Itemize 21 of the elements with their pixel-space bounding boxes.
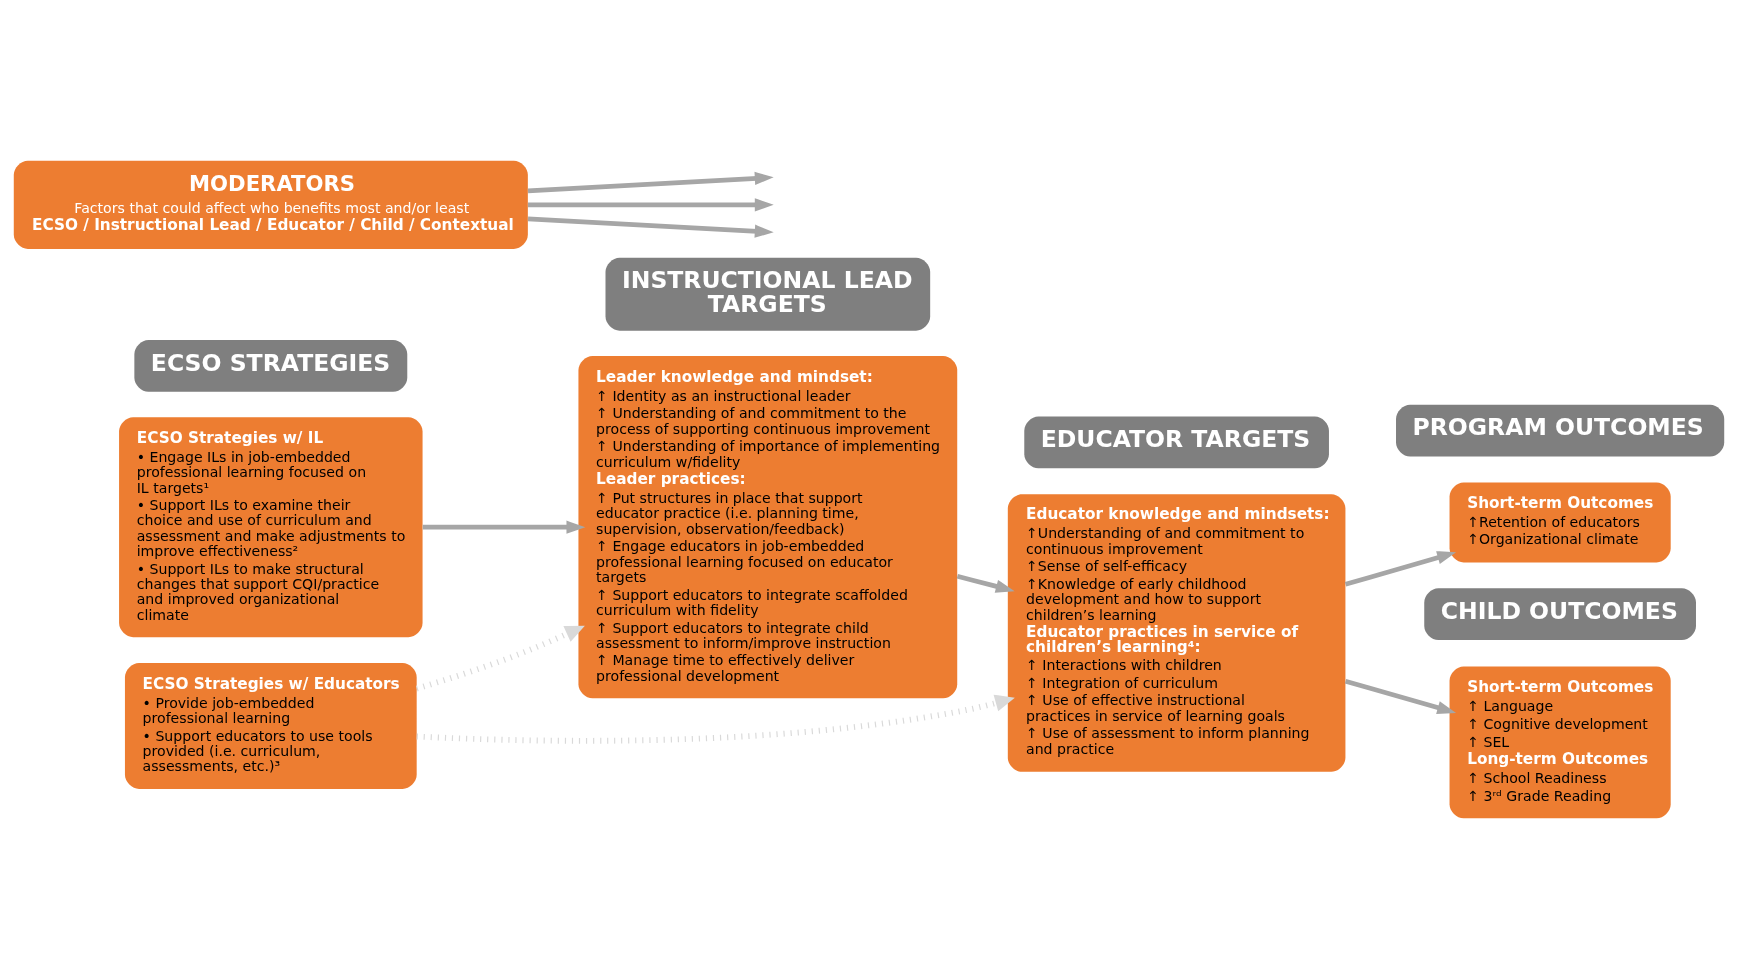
arrow <box>1344 678 1457 715</box>
arrow <box>416 694 1015 744</box>
arrow <box>422 520 586 534</box>
node-box: ECSO Strategies w/ Educators • Provide job-embedded professional learning • Support educators to use tools provided (i.e. curriculum, assessments, etc.)³ <box>124 663 417 789</box>
node-box: PROGRAM OUTCOMES <box>1396 404 1725 457</box>
node-box: ECSO Strategies w/ IL • Engage ILs in job-embedded professional learning focused on IL targets¹ • Support ILs to examine their choice and use of curriculum and assessment and make adjustments to improve effectiveness² • Support ILs to make structural changes that support CQI/practice and improved organizational climate <box>119 417 423 638</box>
node-box: Leader knowledge and mindset: ↑ Identity as an instructional leader ↑ Understanding of and commitment to the process of supporting continuous improvement ↑ Understanding of importance of implementing curriculum w/fidelity Leader practices: ↑ Put structures in place that support educator practice (i.e. planning time, supervision, observation/feedback) ↑ Engage educators in job-embedded professional learning focused on educator targets ↑ Support educators to integrate scaffolded curriculum with fidelity ↑ Support educators to integrate child assessment to inform/improve instruction ↑ Manage time to effectively deliver professional development <box>578 356 958 699</box>
node-box: MODERATORS Factors that could affect who benefits most and/or least ECSO / Instructional Lead / Educator / Child / Contextual <box>13 160 528 249</box>
arrow <box>528 198 774 212</box>
node-box: CHILD OUTCOMES <box>1424 588 1696 641</box>
node-box: Short-term Outcomes ↑Retention of educators ↑Organizational climate <box>1449 482 1671 563</box>
node-box: Educator knowledge and mindsets: ↑Understanding of and commitment to continuous improvement ↑Sense of self-efficacy ↑Knowledge of early childhood development and how to support children’s learning Educator practices in service of children’s learning⁴: ↑ Interactions with children ↑ Integration of curriculum ↑ Use of effective instructional practices in service of learning goals ↑ Use of assessment to inform planning and practice <box>1007 494 1346 772</box>
node-box: ECSO STRATEGIES <box>134 340 408 392</box>
arrow <box>527 171 774 194</box>
arrow <box>956 573 1015 593</box>
arrow <box>527 216 774 238</box>
node-box: Short-term Outcomes ↑ Language ↑ Cognitive development ↑ SEL Long-term Outcomes ↑ School Readiness ↑ 3ʳᵈ Grade Reading <box>1449 666 1671 819</box>
arrow <box>415 625 585 692</box>
node-box: EDUCATOR TARGETS <box>1024 416 1329 469</box>
arrow <box>1344 551 1457 587</box>
node-box: INSTRUCTIONAL LEAD TARGETS <box>605 257 931 331</box>
